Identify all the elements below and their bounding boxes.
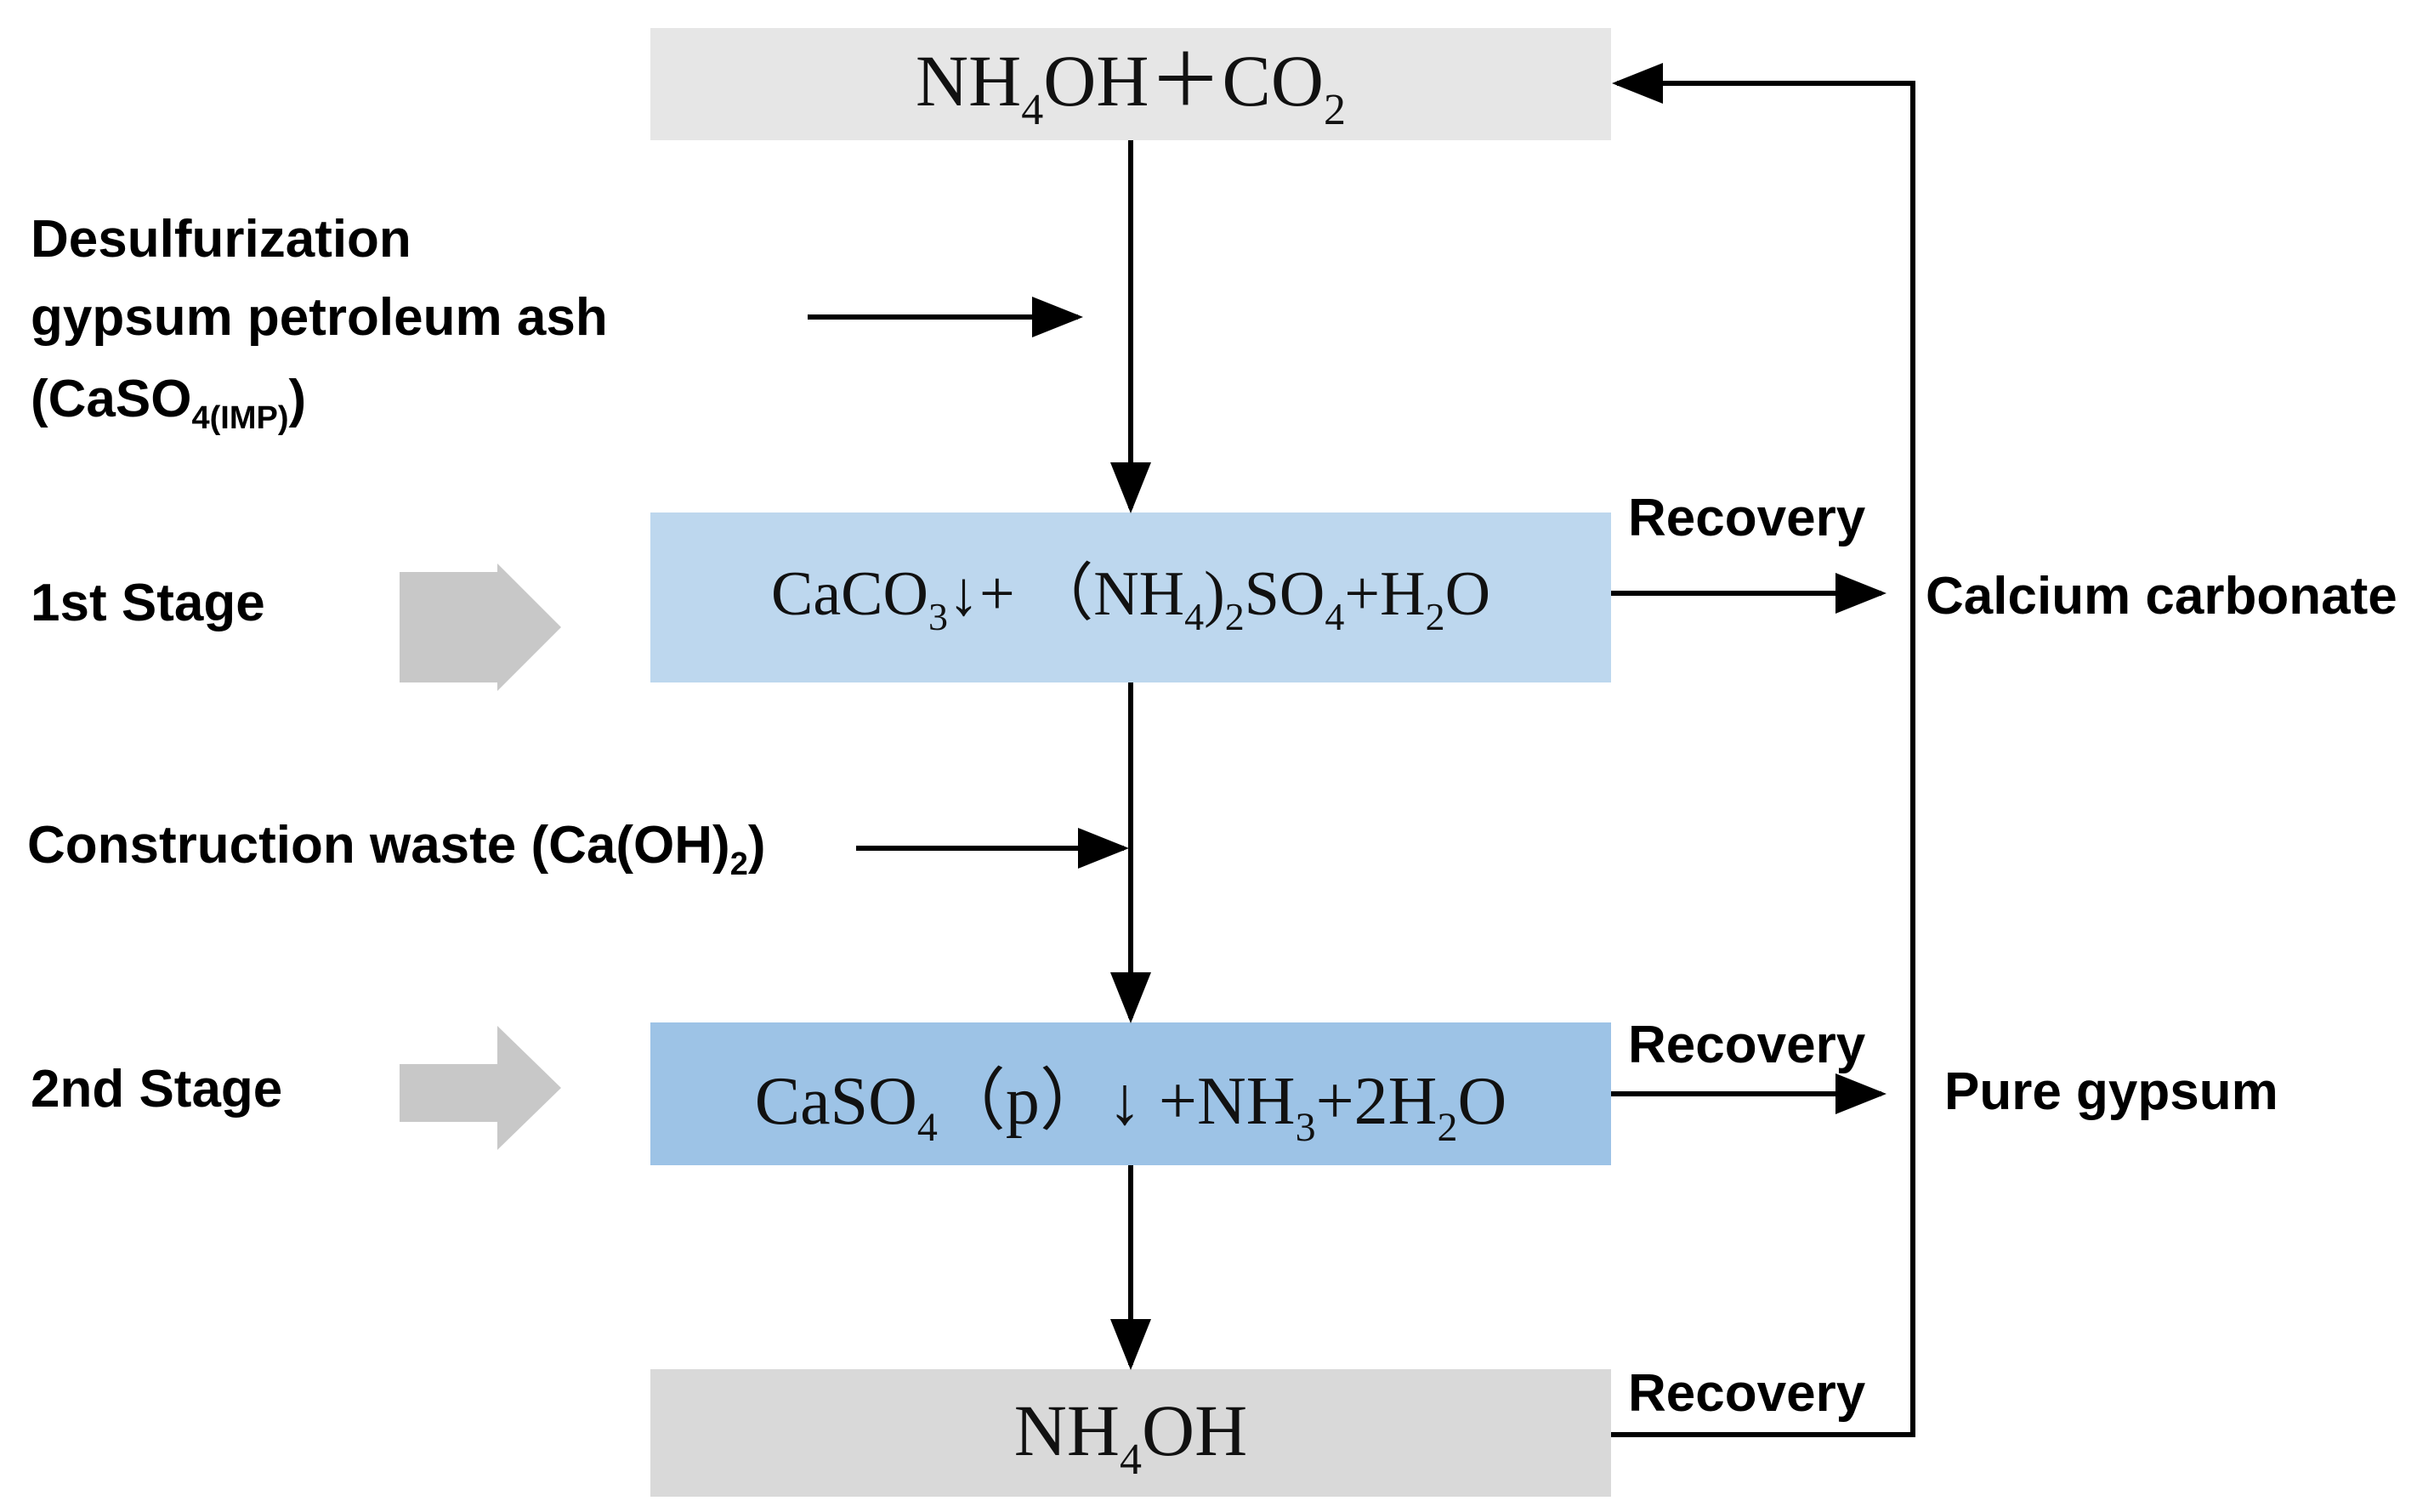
- reagent-box: [650, 28, 1611, 140]
- stage2-pointer-arrow: [400, 1026, 561, 1150]
- stage2-label: 2nd Stage: [31, 1060, 282, 1118]
- recovery-label-stage1: Recovery: [1628, 489, 1866, 547]
- calcium-carbonate-label: Calcium carbonate: [1926, 567, 2397, 626]
- pure-gypsum-label: Pure gypsum: [1944, 1062, 2278, 1121]
- feed-label-line1: Desulfurization: [31, 210, 411, 269]
- recycle-loop-line: [1611, 63, 1915, 1437]
- waste-label: Construction waste (Ca(OH)2): [27, 816, 766, 882]
- reagent-formula: NH4OH＋CO2: [916, 40, 1346, 134]
- stage1-product-box: [650, 512, 1611, 682]
- stage2-formula: CaSO4（p）↓ +NH3+2H2O: [755, 1064, 1506, 1150]
- recovery-label-bottom: Recovery: [1628, 1364, 1866, 1423]
- stage1-pointer-arrow: [400, 563, 561, 691]
- stage1-formula: CaCO3↓+ （NH4)2SO4+H2O: [771, 559, 1490, 638]
- stage2-product-box: [650, 1022, 1611, 1165]
- recycled-reagent-formula: NH4OH: [1014, 1390, 1247, 1484]
- feed-label-line3: (CaSO4(IMP)): [31, 370, 306, 436]
- stage1-label: 1st Stage: [31, 574, 265, 632]
- recovery-label-stage2: Recovery: [1628, 1016, 1866, 1074]
- feed-label-line2: gypsum petroleum ash: [31, 288, 608, 347]
- recycled-reagent-box: [650, 1369, 1611, 1497]
